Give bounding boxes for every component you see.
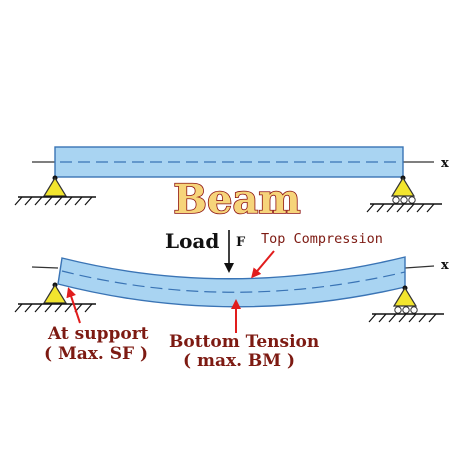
label-bottom-tension: Bottom Tension bbox=[169, 332, 319, 352]
label-at-support: At support bbox=[47, 324, 149, 344]
axis-label-top: x bbox=[441, 156, 449, 171]
deformed-beam-group: x bbox=[14, 256, 449, 323]
arrow-at-support bbox=[66, 287, 81, 324]
roller-support-right bbox=[366, 175, 442, 213]
label-max-sf: ( Max. SF ) bbox=[44, 344, 148, 364]
pin-support-left-bottom bbox=[14, 282, 96, 313]
load-label: Load bbox=[165, 229, 219, 253]
axis-extension-left-bottom bbox=[31, 266, 59, 269]
label-max-bm: ( max. BM ) bbox=[183, 351, 295, 371]
pin-support-left bbox=[14, 175, 96, 206]
axis-label-bottom: x bbox=[441, 258, 449, 273]
title-beam: Beam bbox=[173, 176, 301, 223]
roller-support-right-bottom bbox=[368, 285, 444, 323]
label-top-compression: Top Compression bbox=[261, 231, 383, 247]
undeformed-beam-group: x bbox=[14, 146, 449, 213]
neutral-axis-bottom bbox=[61, 270, 406, 293]
arrow-top-compression bbox=[251, 250, 275, 279]
force-symbol: F bbox=[236, 235, 246, 250]
axis-extension-right-bottom bbox=[404, 265, 435, 269]
